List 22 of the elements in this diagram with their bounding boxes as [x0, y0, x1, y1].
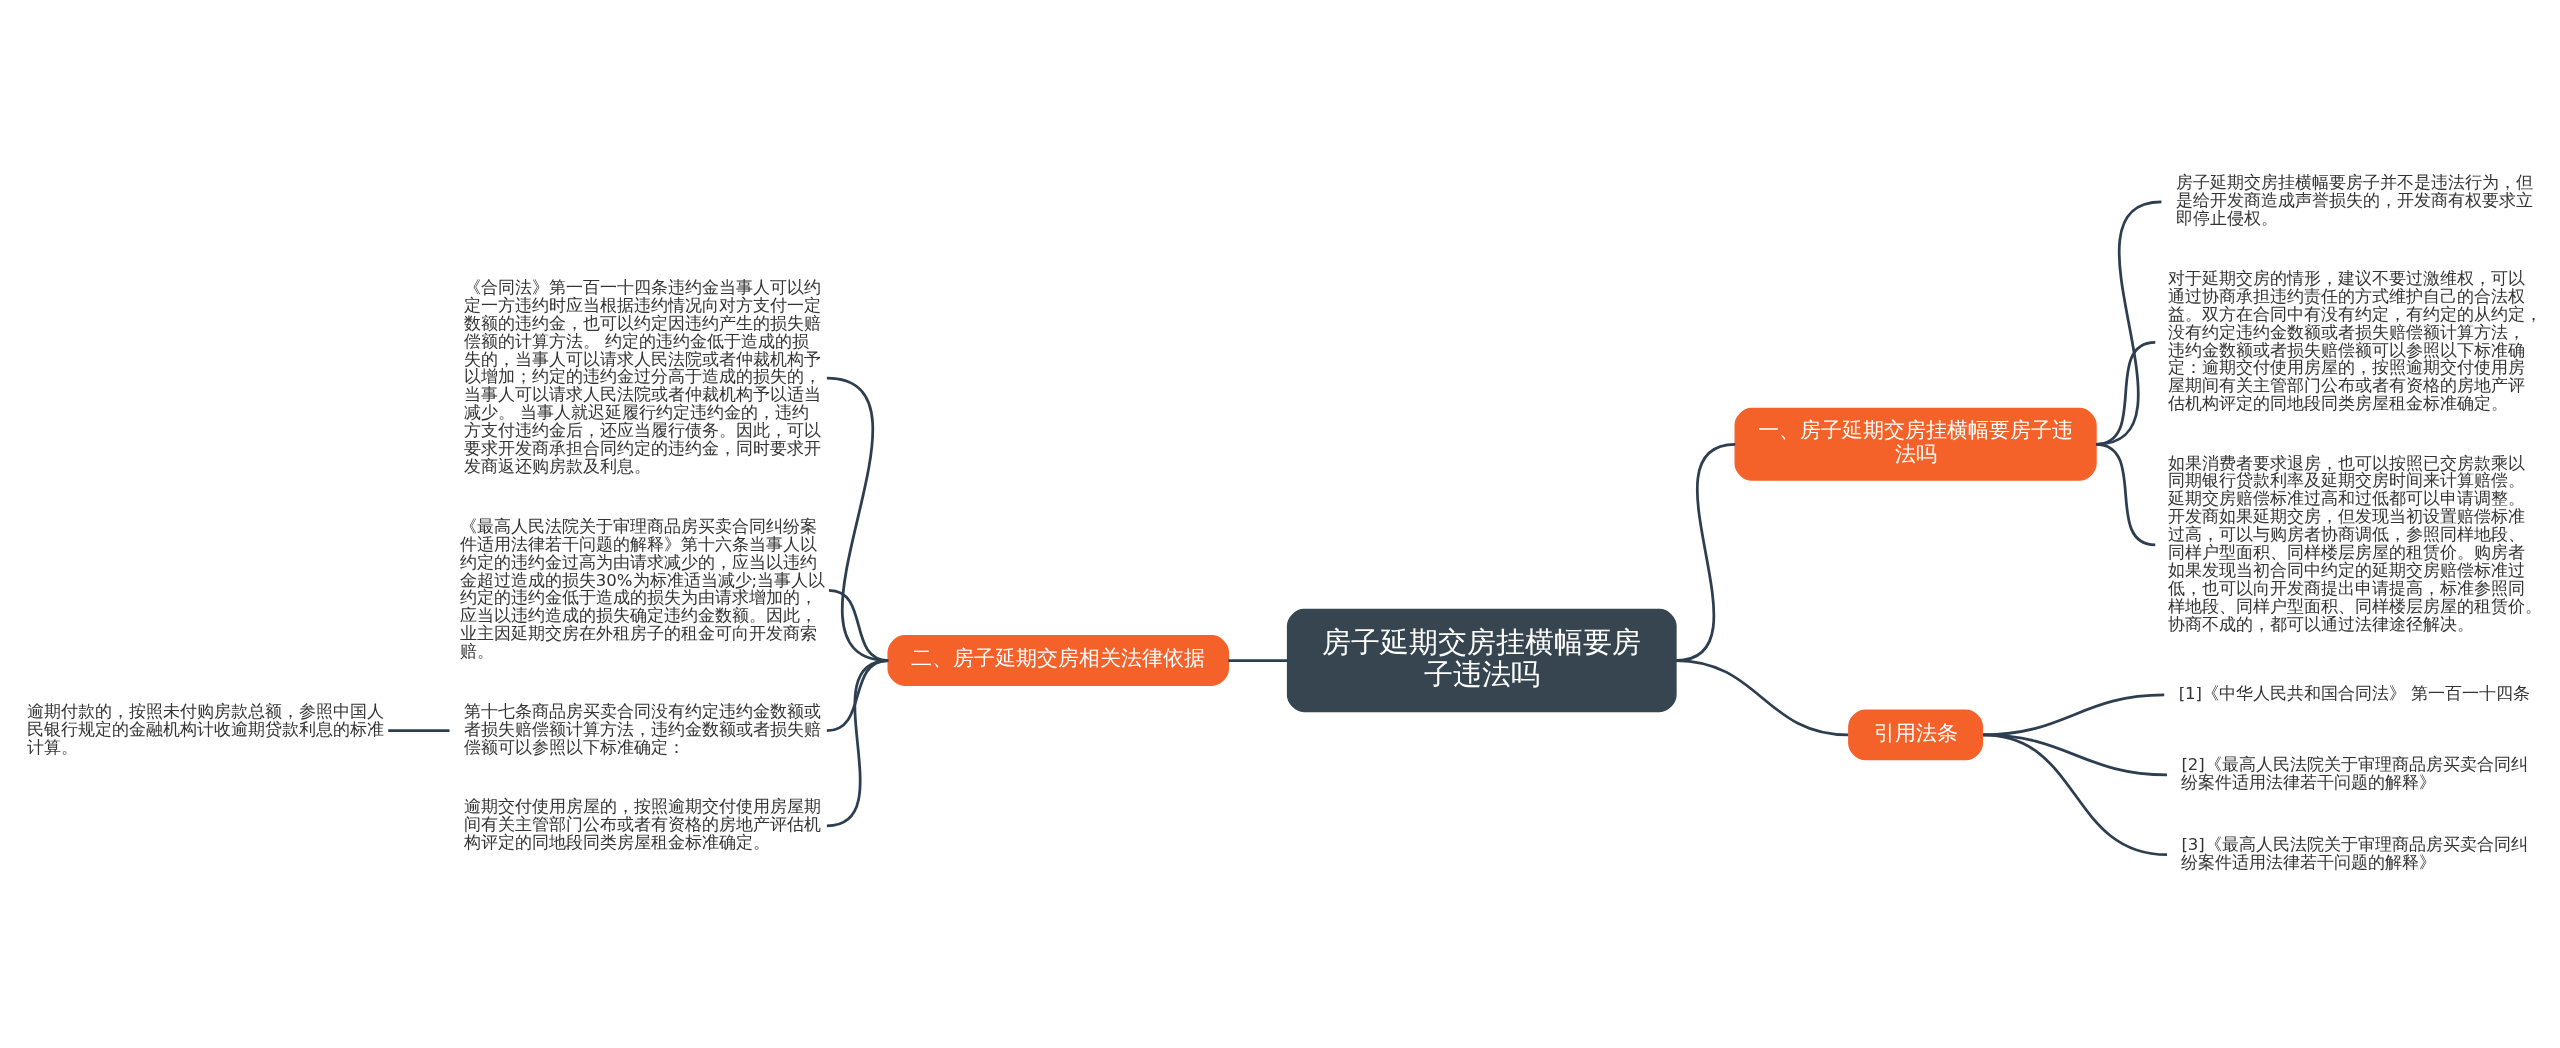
node-text: 逾期付款的，按照未付购房款总额，参照中国人民银行规定的金融机构计收逾期贷款利息的标准计算。 [27, 701, 385, 757]
node-box: 一、房子延期交房挂横幅要房子违法吗 [1734, 407, 2097, 481]
node-text: [3]《最高人民法院关于审理商品房买卖合同纠纷案件适用法律若干问题的解释》 [2181, 834, 2528, 872]
connector [1228, 658, 1288, 662]
connector [2095, 442, 2156, 546]
connector [1675, 658, 1849, 736]
connector [1983, 693, 2165, 736]
node-box: 引用法条 [1848, 708, 1984, 760]
node-text: 对于延期交房的情形，建议不要过激维权，可以通过协商承担违约责任的方式维护自己的合法权益。双方在合同中有没有约定，有约定的从约定，没有约定违约金数额或者损失赔偿额计算方法，违约金数额或者损失赔偿额可以参照以下标准确定：逾期交付使用房屋的，按照逾期交付使用房屋期间有关主管部门公布或者有资格的房地产评估机构评定的同地段同类房屋租金标准确定。 [2167, 268, 2542, 413]
connector [388, 728, 450, 732]
node-text: 《合同法》第一百一十四条违约金当事人可以约定一方违约时应当根据违约情况向对方支付一定数额的违约金，也可以约定因违约产生的损失赔偿额的计算方法。 约定的违约金低于造成的损失的，当事人可以请求人民法院或者仲裁机构予以增加；约定的违约金过分高于造成的损失的，当事人可以请求人民法院或者仲裁机构予以适当减少。 当事人就迟延履行约定违约金的，违约方支付违约金后，还应当履行债务。因此，可以要求开发商承担合同约定的违约金，同时要求开发商返还购房款及利息。 [463, 277, 821, 476]
node-text: 房子延期交房挂横幅要房子并不是违法行为，但是给开发商造成声誉损失的，开发商有权要求立即停止侵权。 [2175, 172, 2533, 228]
node-box: 房子延期交房挂横幅要房子违法吗 [1286, 608, 1677, 712]
node-text: 如果消费者要求退房，也可以按照已交房款乘以同期银行贷款利率及延期交房时间来计算赔偿。延期交房赔偿标准过高和过低都可以申请调整。开发商如果延期交房，但发现当初设置赔偿标准过高，可以与购房者协商调低，参照同样地段、同样户型面积、同样楼层房屋的租赁价。购房者如果发现当初合同中约定的延期交房赔偿标准过低，也可以向开发商提出申请提高，标准参照同样地段、同样户型面积、同样楼层房屋的租赁价。协商不成的，都可以通过法律途径解决。 [2167, 453, 2542, 634]
node-text: [2]《最高人民法院关于审理商品房买卖合同纠纷案件适用法律若干问题的解释》 [2181, 754, 2528, 792]
connector [826, 658, 889, 827]
node-text: [1]《中华人民共和国合同法》 第一百一十四条 [2178, 683, 2531, 703]
node-text: 逾期交付使用房屋的，按照逾期交付使用房屋期间有关主管部门公布或者有资格的房地产评估机构评定的同地段同类房屋租金标准确定。 [463, 796, 821, 852]
connector [1982, 733, 2168, 856]
node-text: 《最高人民法院关于审理商品房买卖合同纠纷案件适用法律若干问题的解释》第十六条当事人以约定的违约金过高为由请求减少的，应当以违约金超过造成的损失30%为标准适当减少;当事人以约定的违约金低于造成的损失为由请求增加的，应当以违约造成的损失确定违约金数额。因此，业主因延期交房在外租房子的租金可向开发商索赔。 [459, 516, 826, 661]
node-box: 二、房子延期交房相关法律依据 [887, 634, 1230, 686]
node-text: 第十七条商品房买卖合同没有约定违约金数额或者损失赔偿额计算方法，违约金数额或者损失赔偿额可以参照以下标准确定： [463, 701, 821, 757]
